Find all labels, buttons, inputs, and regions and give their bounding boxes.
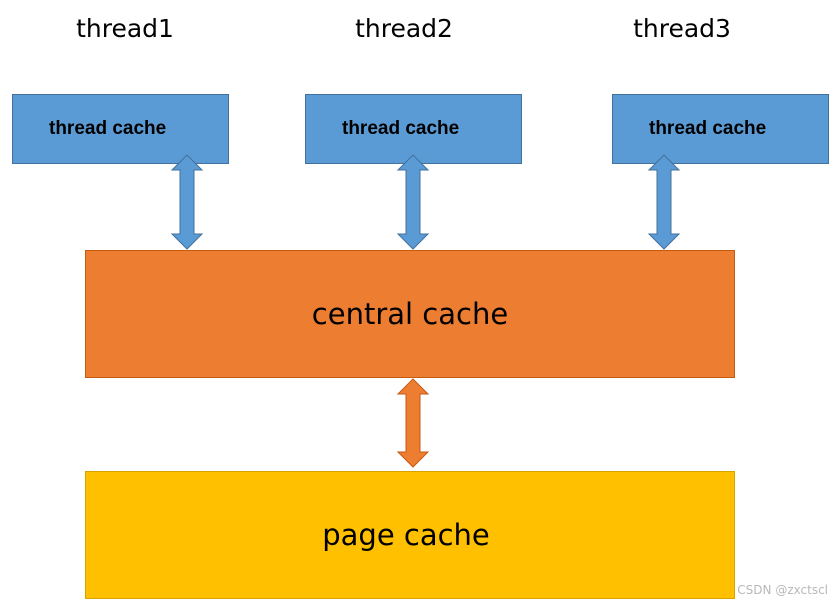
page-cache-box: page cache [85,471,735,599]
thread3-title: thread3 [633,14,731,43]
thread1-cache-label: thread cache [49,118,167,139]
thread1-central-arrow [170,154,204,250]
thread1-cache-box: thread cache [12,94,229,164]
central-page-arrow [396,378,430,468]
thread2-cache-box: thread cache [305,94,522,164]
thread2-title: thread2 [355,14,453,43]
thread3-cache-box: thread cache [612,94,829,164]
watermark: CSDN @zxctscl [737,583,828,597]
thread1-title: thread1 [76,14,174,43]
page-cache-label: page cache [322,518,490,552]
thread2-central-arrow [396,154,430,250]
central-cache-label: central cache [311,297,509,331]
thread2-cache-label: thread cache [342,118,460,139]
thread3-cache-label: thread cache [649,118,767,139]
central-cache-box: central cache [85,250,735,378]
thread3-central-arrow [647,154,681,250]
